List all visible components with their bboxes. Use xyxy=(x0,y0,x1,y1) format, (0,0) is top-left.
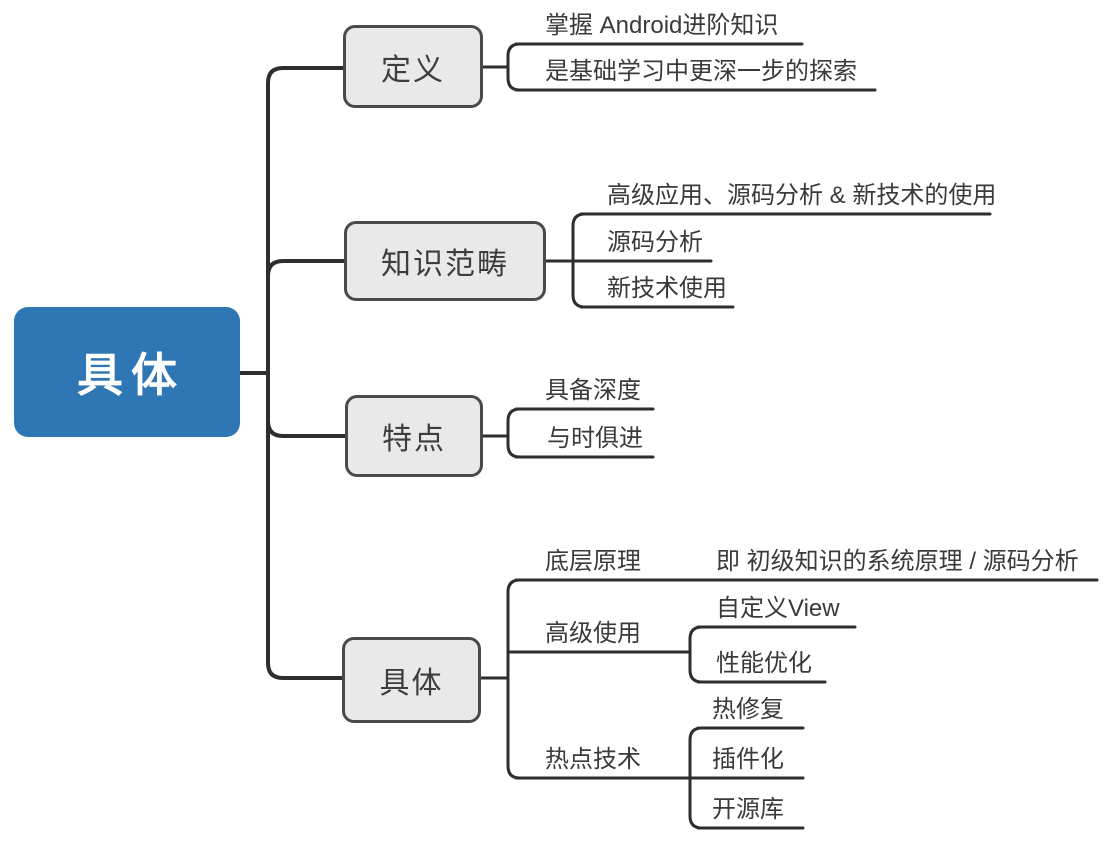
subbranch-topic-hot-technologies: 热点技术 xyxy=(545,746,641,773)
subbranch-topic-underlying-principles: 底层原理 xyxy=(545,548,641,575)
branch-topic-definition: 定义 xyxy=(343,25,483,108)
branch-topic-knowledge-scope: 知识范畴 xyxy=(344,221,546,301)
branch-topic-features: 特点 xyxy=(345,395,483,477)
leaf-topic: 开源库 xyxy=(712,796,784,823)
leaf-topic: 具备深度 xyxy=(545,377,641,404)
leaf-topic: 即 初级知识的系统原理 / 源码分析 xyxy=(716,548,1079,575)
leaf-topic: 源码分析 xyxy=(607,229,703,256)
leaf-topic: 插件化 xyxy=(712,746,784,773)
leaf-topic: 高级应用、源码分析 & 新技术的使用 xyxy=(607,182,997,209)
root-topic: 具体 xyxy=(14,307,240,437)
leaf-topic: 自定义View xyxy=(716,595,840,622)
leaf-topic: 是基础学习中更深一步的探索 xyxy=(545,58,857,85)
subbranch-topic-advanced-usage: 高级使用 xyxy=(545,620,641,647)
leaf-topic: 热修复 xyxy=(712,696,784,723)
leaf-topic: 性能优化 xyxy=(716,650,812,677)
branch-topic-specifics: 具体 xyxy=(342,637,481,723)
leaf-topic: 与时俱进 xyxy=(547,425,643,452)
leaf-topic: 新技术使用 xyxy=(607,275,727,302)
leaf-topic: 掌握 Android进阶知识 xyxy=(545,12,779,39)
